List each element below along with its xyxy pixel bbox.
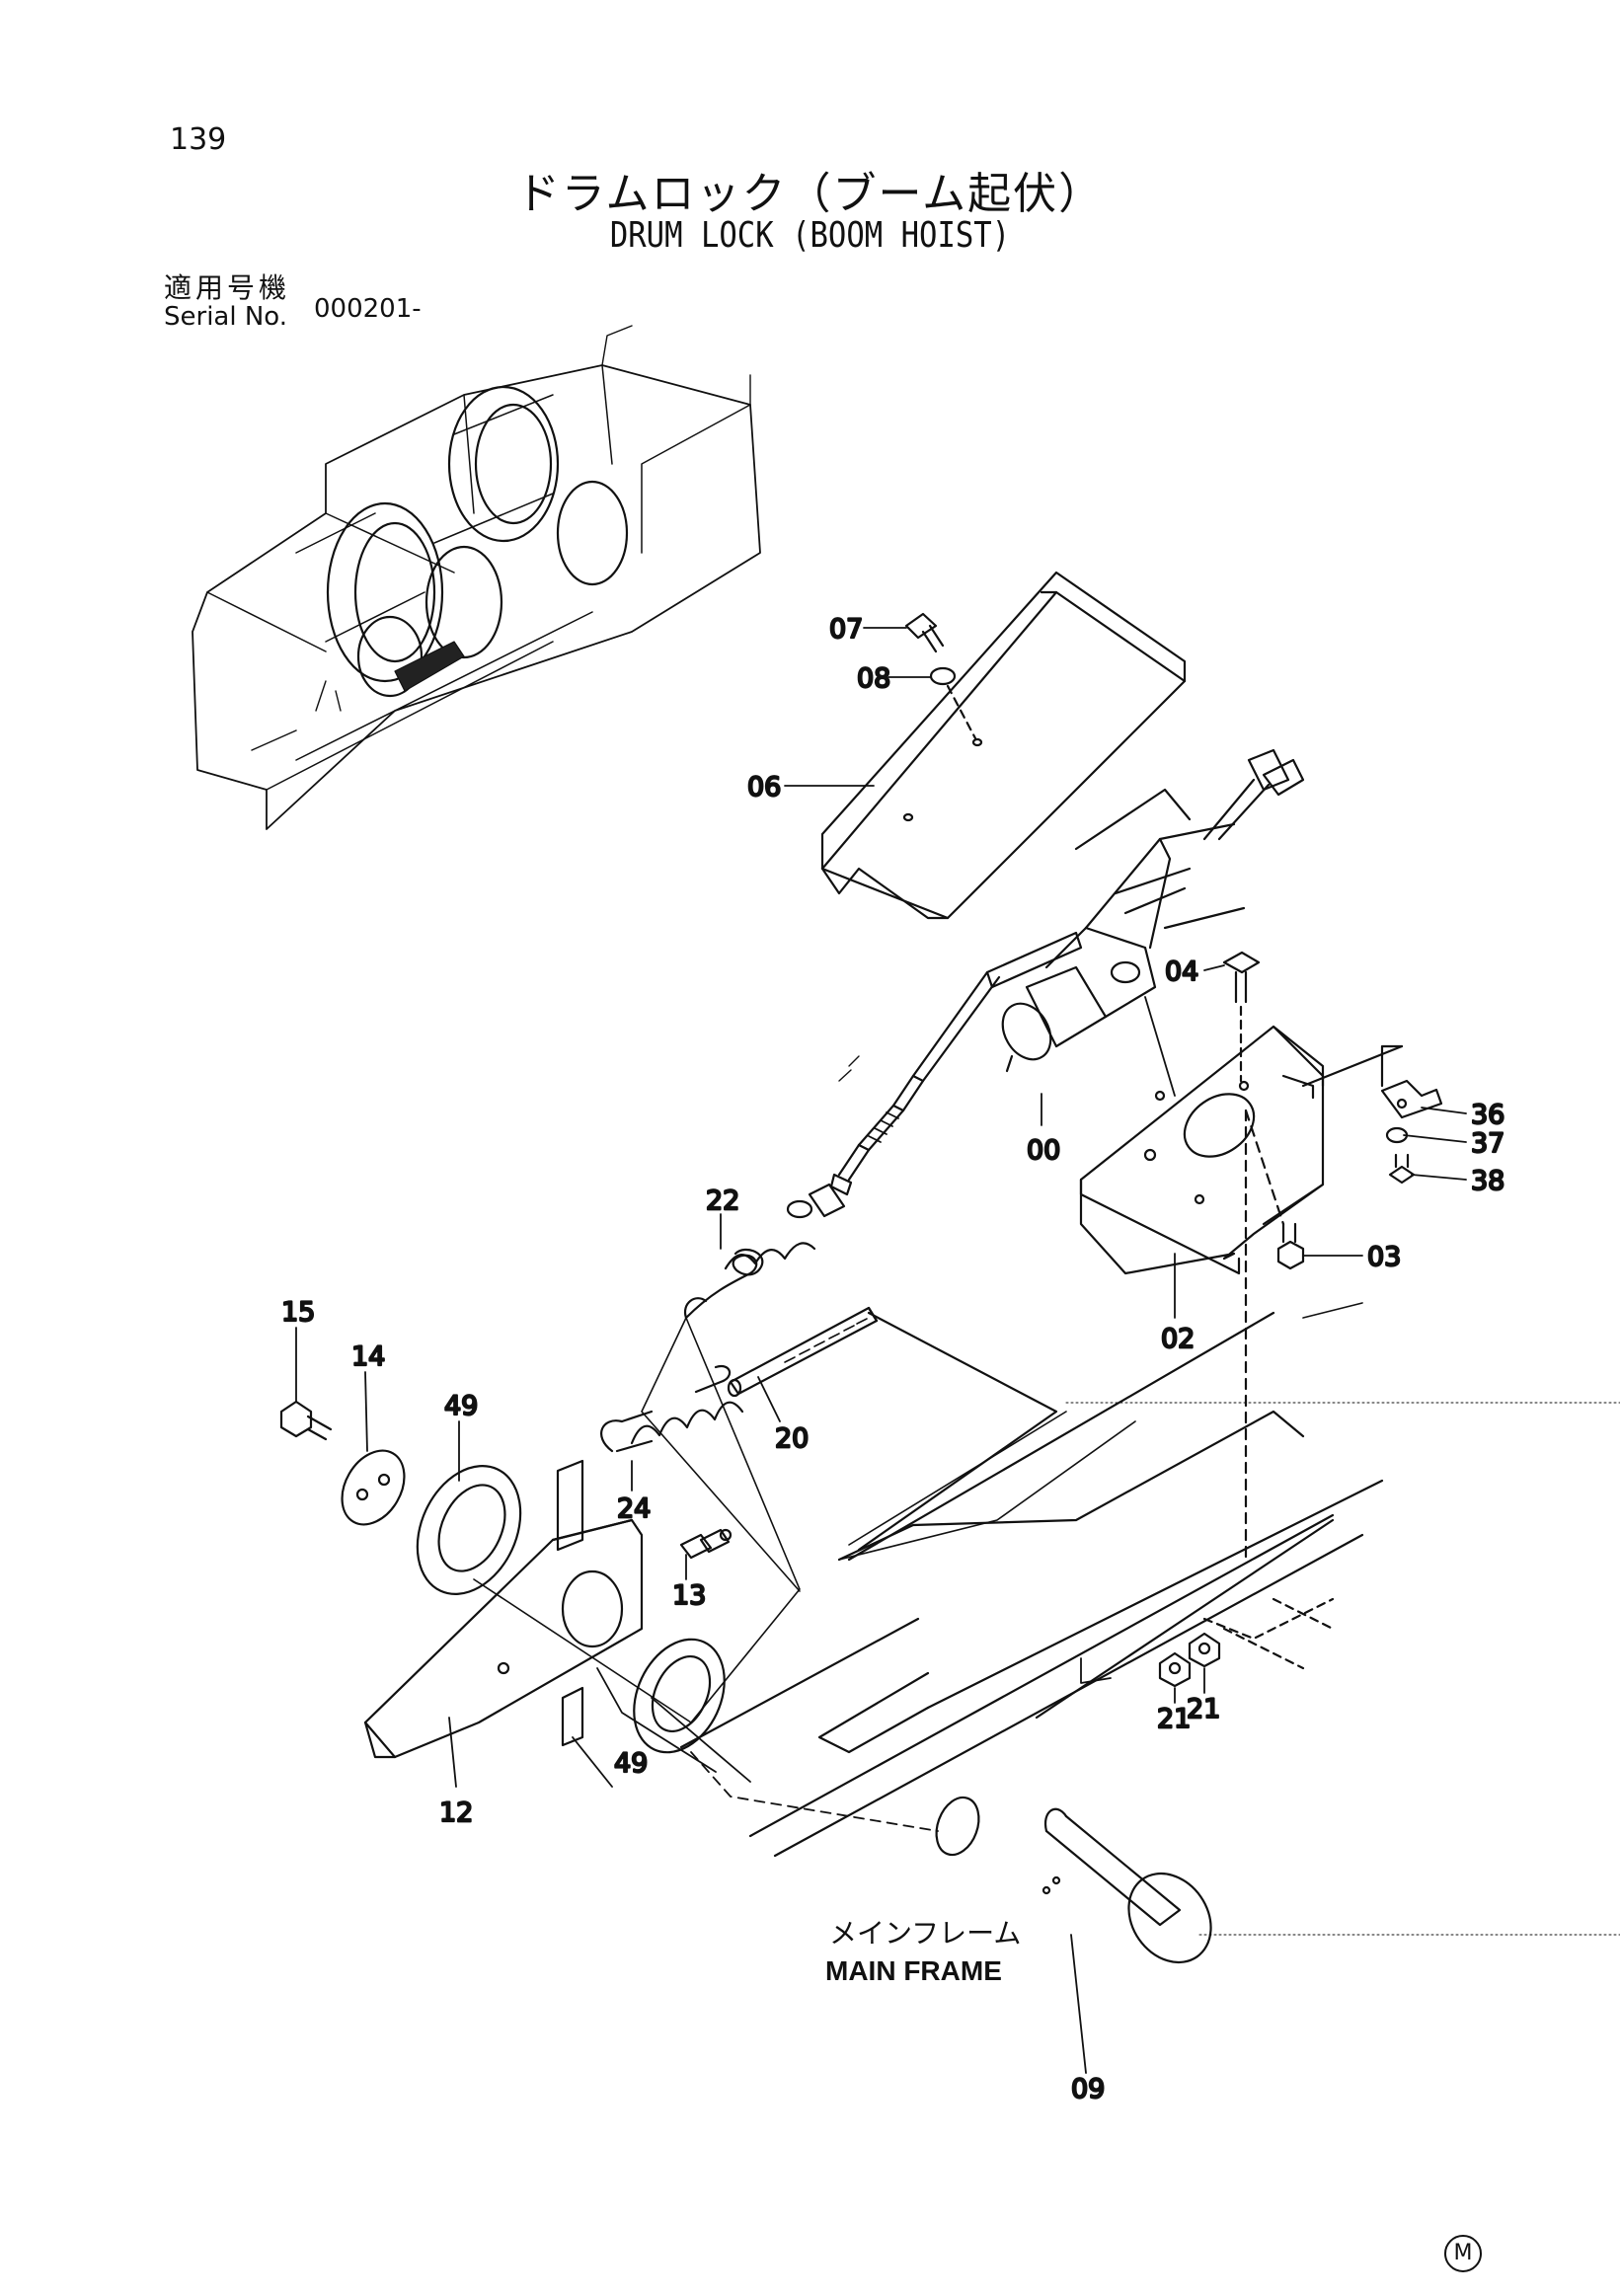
callout-15: 15	[281, 1297, 315, 1328]
part-21-nuts	[1158, 1632, 1221, 1688]
main-frame-label-english: MAIN FRAME	[825, 1955, 1002, 1986]
part-06-cover	[820, 571, 1187, 920]
callout-09: 09	[1071, 2074, 1105, 2105]
connector-plug	[1202, 748, 1305, 841]
callout-03: 03	[1367, 1242, 1401, 1272]
callout-06: 06	[747, 772, 781, 803]
page-title-japanese: ドラムロック（ブーム起伏）	[515, 169, 1105, 219]
callout-36: 36	[1471, 1100, 1504, 1130]
callout-07: 07	[829, 614, 863, 645]
callout-13: 13	[672, 1580, 706, 1611]
leader-08-dashed	[946, 684, 977, 740]
main-frame-label-japanese: メインフレーム	[829, 1918, 1021, 1949]
serial-label-english: Serial No.	[164, 302, 287, 332]
part-20-pin	[727, 1306, 879, 1398]
callout-04: 04	[1165, 957, 1198, 987]
callout-38: 38	[1471, 1166, 1504, 1196]
part-36-bracket	[1301, 1044, 1443, 1119]
part-13-grease-fitting	[679, 1528, 733, 1560]
callout-21-left: 21	[1157, 1704, 1191, 1734]
callout-12: 12	[439, 1798, 473, 1828]
page-title-english: DRUM LOCK (BOOM HOIST)	[609, 215, 1011, 256]
main-frame-outline	[679, 1302, 1384, 1858]
part-04-bolt	[1222, 951, 1261, 1083]
serial-number-value: 000201-	[314, 294, 422, 324]
callout-20: 20	[775, 1423, 809, 1454]
part-24-spring	[600, 1364, 744, 1453]
callout-24: 24	[617, 1493, 651, 1524]
part-38-bolt	[1388, 1153, 1416, 1185]
leader-bracket-dashed	[1244, 1109, 1285, 1562]
winch-assembly-inset	[192, 325, 761, 830]
part-22-spring	[683, 1242, 816, 1320]
actuator-to-bracket-leader	[1144, 996, 1176, 1097]
part-09-pin	[1041, 1807, 1212, 1964]
callout-08: 08	[857, 663, 890, 694]
callout-37: 37	[1471, 1128, 1504, 1159]
part-14-washer	[341, 1449, 406, 1526]
callout-22: 22	[706, 1186, 739, 1216]
part-07-bolt	[904, 612, 945, 653]
callout-14: 14	[351, 1341, 385, 1372]
control-cable	[786, 970, 1001, 1219]
callout-00: 00	[1027, 1135, 1060, 1166]
ring-part	[935, 1796, 980, 1857]
part-03-nut	[1276, 1222, 1305, 1270]
part-15-bolt	[279, 1400, 333, 1441]
callout-49-upper: 49	[444, 1391, 478, 1421]
serial-label-japanese: 適用号機	[164, 271, 291, 304]
part-49-seal-lower	[633, 1638, 726, 1754]
part-49-seal-upper	[416, 1465, 522, 1595]
page-number: 139	[170, 122, 227, 157]
part-00-actuator	[985, 788, 1246, 1073]
callout-49-lower: 49	[614, 1748, 648, 1779]
part-08-washer	[929, 666, 957, 686]
callout-02: 02	[1161, 1324, 1195, 1354]
part-02-bracket	[1079, 1025, 1325, 1275]
page-mark-circle: M	[1444, 2235, 1482, 2272]
leader-lines	[295, 627, 1467, 2074]
part-12-lever	[363, 1459, 644, 1759]
callout-21-right: 21	[1187, 1694, 1220, 1724]
